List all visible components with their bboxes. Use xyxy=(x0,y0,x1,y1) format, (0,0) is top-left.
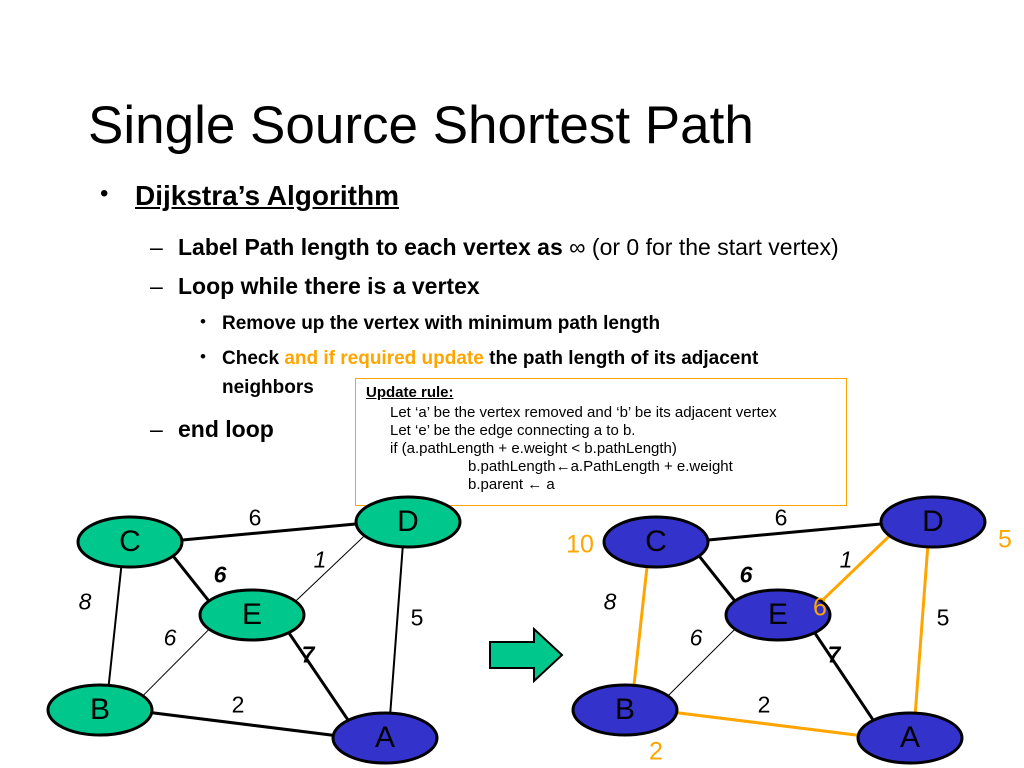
bullet-label-dijkstra: Dijkstra’s Algorithm xyxy=(135,180,399,211)
graph-edge xyxy=(286,629,351,724)
graph-node-a[interactable] xyxy=(856,711,964,765)
graph-edge xyxy=(812,630,876,723)
graph-node-c[interactable] xyxy=(602,515,710,569)
graph-edge xyxy=(672,710,863,738)
graph-node-b[interactable] xyxy=(571,683,679,737)
bullet-marker-level3: • xyxy=(200,312,206,331)
graph-edge xyxy=(140,626,212,699)
edge-weight-de: 1 xyxy=(839,546,853,573)
path-length-d: 5 xyxy=(998,525,1012,554)
bullet-check-update: • Check and if required update the path … xyxy=(200,347,759,370)
bullet-text-bold: Remove up the vertex with minimum path l… xyxy=(222,313,661,334)
bullet-text-bold: end loop xyxy=(178,416,274,442)
bullet-check-update-wrap: neighbors xyxy=(222,377,314,399)
bullet-end-loop: – end loop xyxy=(150,416,274,443)
update-rule-line: b.pathLength←a.PathLength + e.weight xyxy=(468,458,733,475)
graph-edge xyxy=(632,564,649,688)
edge-weight-da: 5 xyxy=(410,604,424,631)
bullet-marker-level2: – xyxy=(150,273,163,299)
path-length-b: 2 xyxy=(649,737,663,766)
bullet-text-plain: ∞ (or 0 for the start vertex) xyxy=(569,234,839,260)
edge-weight-ba: 2 xyxy=(231,691,245,718)
bullet-text-highlight: and if required update xyxy=(284,348,484,369)
graph-node-d[interactable] xyxy=(879,495,987,549)
edge-weight-da: 5 xyxy=(936,604,950,631)
edge-weight-eb: 6 xyxy=(689,624,703,651)
bullet-text-bold: Label Path length to each vertex as xyxy=(178,234,563,260)
edge-weight-ce: 6 xyxy=(213,561,227,588)
update-rule-line: if (a.pathLength + e.weight < b.pathLeng… xyxy=(390,440,677,457)
edge-weight-de: 1 xyxy=(313,546,327,573)
bullet-dijkstra: • Dijkstra’s Algorithm xyxy=(100,180,399,212)
right-arrow-icon xyxy=(486,626,566,689)
update-rule-title: Update rule: xyxy=(366,384,454,401)
graph-edge xyxy=(389,545,404,715)
edge-weight-cd: 6 xyxy=(248,504,262,531)
page-title: Single Source Shortest Path xyxy=(88,96,754,155)
edge-weight-cb: 8 xyxy=(78,588,92,615)
bullet-marker-level1: • xyxy=(100,180,109,207)
graph-node-b[interactable] xyxy=(46,683,154,737)
graph-node-a[interactable] xyxy=(331,711,439,765)
edge-weight-eb: 6 xyxy=(163,624,177,651)
bullet-marker-level3: • xyxy=(200,347,206,366)
bullet-loop-while: – Loop while there is a vertex xyxy=(150,273,480,300)
edge-weight-ce: 6 xyxy=(739,561,753,588)
graph-node-e[interactable] xyxy=(724,588,832,642)
update-rule-line: b.parent ← a xyxy=(468,476,555,493)
bullet-label-path-length: – Label Path length to each vertex as ∞ … xyxy=(150,234,839,261)
bullet-marker-level2: – xyxy=(150,416,163,442)
bullet-text-bold: Loop while there is a vertex xyxy=(178,273,480,299)
graph-node-e[interactable] xyxy=(198,588,306,642)
path-length-e: 6 xyxy=(813,593,827,622)
update-rule-line: Let ‘a’ be the vertex removed and ‘b’ be… xyxy=(390,404,777,421)
graph-node-d[interactable] xyxy=(354,495,462,549)
update-rule-line: Let ‘e’ be the edge connecting a to b. xyxy=(390,422,636,439)
edge-weight-cd: 6 xyxy=(774,504,788,531)
edge-weight-ba: 2 xyxy=(757,691,771,718)
graph-edge xyxy=(704,522,885,542)
edge-weight-cb: 8 xyxy=(603,588,617,615)
path-length-c: 10 xyxy=(566,530,594,559)
graph-edge xyxy=(913,545,930,715)
graph-edge xyxy=(107,564,123,688)
update-rule-box: Update rule: Let ‘a’ be the vertex remov… xyxy=(355,378,847,506)
graph-edge xyxy=(147,710,338,738)
graph-edge xyxy=(178,522,360,542)
graph-node-c[interactable] xyxy=(76,515,184,569)
bullet-text-pre: Check xyxy=(222,348,280,369)
bullet-remove-vertex: • Remove up the vertex with minimum path… xyxy=(200,312,661,335)
graph-edge xyxy=(170,553,212,604)
bullet-marker-level2: – xyxy=(150,234,163,260)
bullet-text-wrap: neighbors xyxy=(222,377,314,398)
graph-edge xyxy=(696,553,738,604)
graph-edge xyxy=(818,532,893,605)
edge-weight-ea: 7 xyxy=(827,641,841,668)
bullet-text-post: the path length of its adjacent xyxy=(489,348,759,369)
graph-edge xyxy=(665,626,738,699)
edge-weight-ea: 7 xyxy=(301,641,315,668)
graph-edge xyxy=(293,533,367,604)
